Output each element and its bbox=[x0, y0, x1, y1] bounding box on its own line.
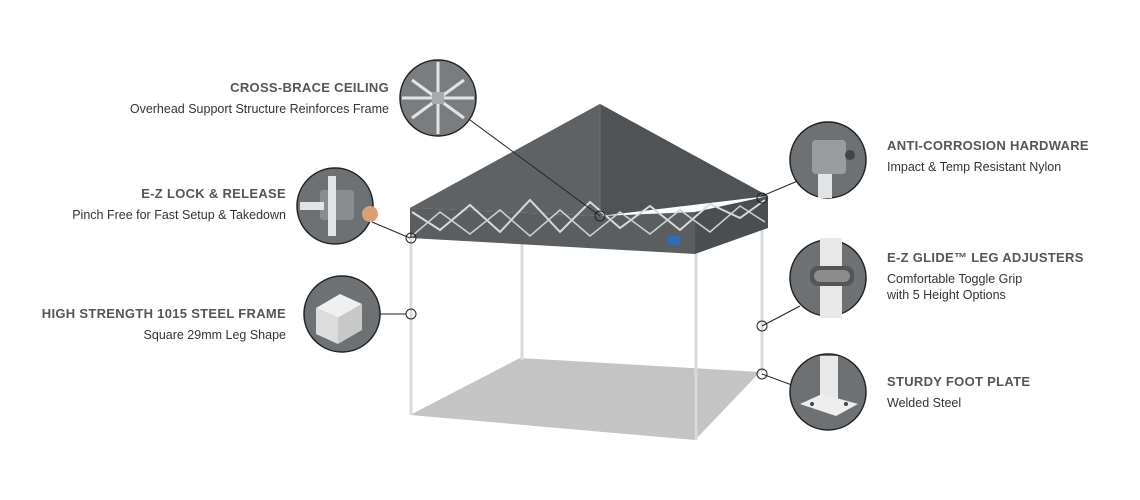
callout-ez-lock-image bbox=[296, 167, 378, 245]
callout-anti-corrosion-image bbox=[789, 121, 867, 199]
leader-cross-brace bbox=[469, 119, 601, 217]
cross-brace-truss bbox=[411, 198, 766, 234]
feature-anti-corrosion-title: ANTI-CORROSION HARDWARE bbox=[887, 138, 1089, 153]
marker-ez-glide bbox=[756, 320, 768, 332]
feature-foot-plate-subtitle: Welded Steel bbox=[887, 396, 962, 410]
feature-steel-frame: HIGH STRENGTH 1015 STEEL FRAME Square 29… bbox=[42, 306, 286, 343]
feature-anti-corrosion: ANTI-CORROSION HARDWARE Impact & Temp Re… bbox=[887, 138, 1089, 175]
leader-anti-corrosion bbox=[761, 179, 801, 197]
marker-anti-corrosion bbox=[756, 192, 768, 204]
feature-ez-lock-subtitle: Pinch Free for Fast Setup & Takedown bbox=[72, 208, 286, 222]
feature-cross-brace-subtitle: Overhead Support Structure Reinforces Fr… bbox=[129, 102, 389, 116]
feature-cross-brace-title: CROSS-BRACE CEILING bbox=[230, 80, 389, 95]
feature-steel-frame-title: HIGH STRENGTH 1015 STEEL FRAME bbox=[41, 306, 286, 321]
feature-ez-glide: E-Z GLIDE™ LEG ADJUSTERS Comfortable Tog… bbox=[887, 250, 1084, 303]
feature-ez-lock: E-Z LOCK & RELEASE Pinch Free for Fast S… bbox=[72, 186, 286, 223]
callout-cross-brace-image bbox=[399, 59, 477, 137]
feature-ez-glide-subtitle-line2: with 5 Height Options bbox=[887, 288, 1006, 302]
feature-ez-lock-title: E-Z LOCK & RELEASE bbox=[141, 186, 286, 201]
canopy-roof-left bbox=[410, 104, 600, 216]
feature-steel-frame-subtitle: Square 29mm Leg Shape bbox=[143, 328, 286, 342]
marker-cross-brace bbox=[594, 210, 606, 222]
feature-foot-plate: STURDY FOOT PLATE Welded Steel bbox=[887, 374, 1030, 411]
feature-ez-glide-subtitle-line1: Comfortable Toggle Grip bbox=[887, 272, 1023, 286]
floor-shadow bbox=[410, 358, 760, 440]
marker-steel-frame bbox=[405, 308, 417, 320]
marker-ez-lock bbox=[405, 232, 417, 244]
canopy-roof-right bbox=[600, 104, 768, 216]
feature-ez-glide-title: E-Z GLIDE™ LEG ADJUSTERS bbox=[887, 250, 1084, 265]
cross-brace-truss-lower bbox=[411, 205, 766, 237]
leader-ez-lock bbox=[371, 221, 411, 239]
callout-foot-plate-image bbox=[789, 353, 867, 431]
leader-ez-glide bbox=[761, 305, 801, 327]
callout-ez-glide-image bbox=[789, 238, 867, 318]
feature-foot-plate-title: STURDY FOOT PLATE bbox=[887, 374, 1031, 389]
canopy-logo bbox=[668, 236, 680, 245]
feature-cross-brace: CROSS-BRACE CEILING Overhead Support Str… bbox=[130, 80, 389, 117]
callout-steel-frame-image bbox=[303, 275, 381, 353]
feature-anti-corrosion-subtitle: Impact & Temp Resistant Nylon bbox=[887, 160, 1062, 174]
canopy-valance-left bbox=[410, 208, 695, 254]
marker-foot-plate bbox=[756, 368, 768, 380]
